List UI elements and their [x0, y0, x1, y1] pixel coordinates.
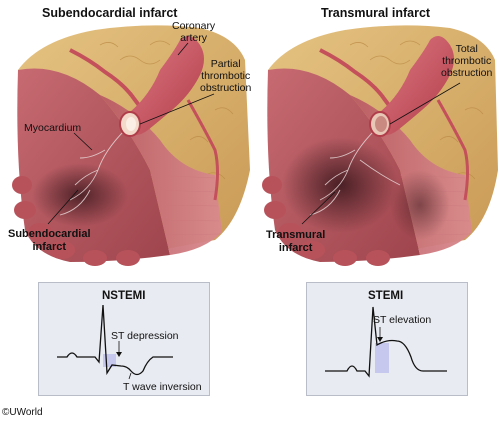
label-partial-obstruction: Partial thrombotic obstruction [200, 58, 252, 94]
stemi-ecg-panel: STEMI ST elevation [306, 282, 468, 396]
label-t-wave-inversion: T wave inversion [123, 381, 202, 393]
nstemi-ecg-trace [57, 304, 173, 380]
nstemi-title: NSTEMI [102, 290, 146, 302]
label-transmural-infarct: Transmural infarct [266, 229, 326, 254]
label-subendocardial-infarct: Subendocardial infarct [8, 228, 91, 253]
copyright: ©UWorld [2, 407, 43, 418]
stemi-ecg-trace [325, 306, 447, 378]
label-coronary-artery: Coronary artery [172, 20, 216, 44]
leader-lines [47, 42, 461, 225]
nstemi-ecg-panel: NSTEMI ST depression T wave inversion [38, 282, 210, 396]
label-total-obstruction: Total thrombotic obstruction [441, 43, 493, 79]
label-st-elevation: ST elevation [373, 314, 432, 326]
label-myocardium: Myocardium [24, 122, 82, 134]
label-st-depression: ST depression [111, 330, 179, 342]
left-panel-title: Subendocardial infarct [42, 6, 178, 20]
right-panel-title: Transmural infarct [321, 6, 431, 20]
left-tissue-block [12, 25, 250, 266]
stemi-title: STEMI [368, 290, 404, 302]
right-tissue-block [262, 25, 498, 266]
